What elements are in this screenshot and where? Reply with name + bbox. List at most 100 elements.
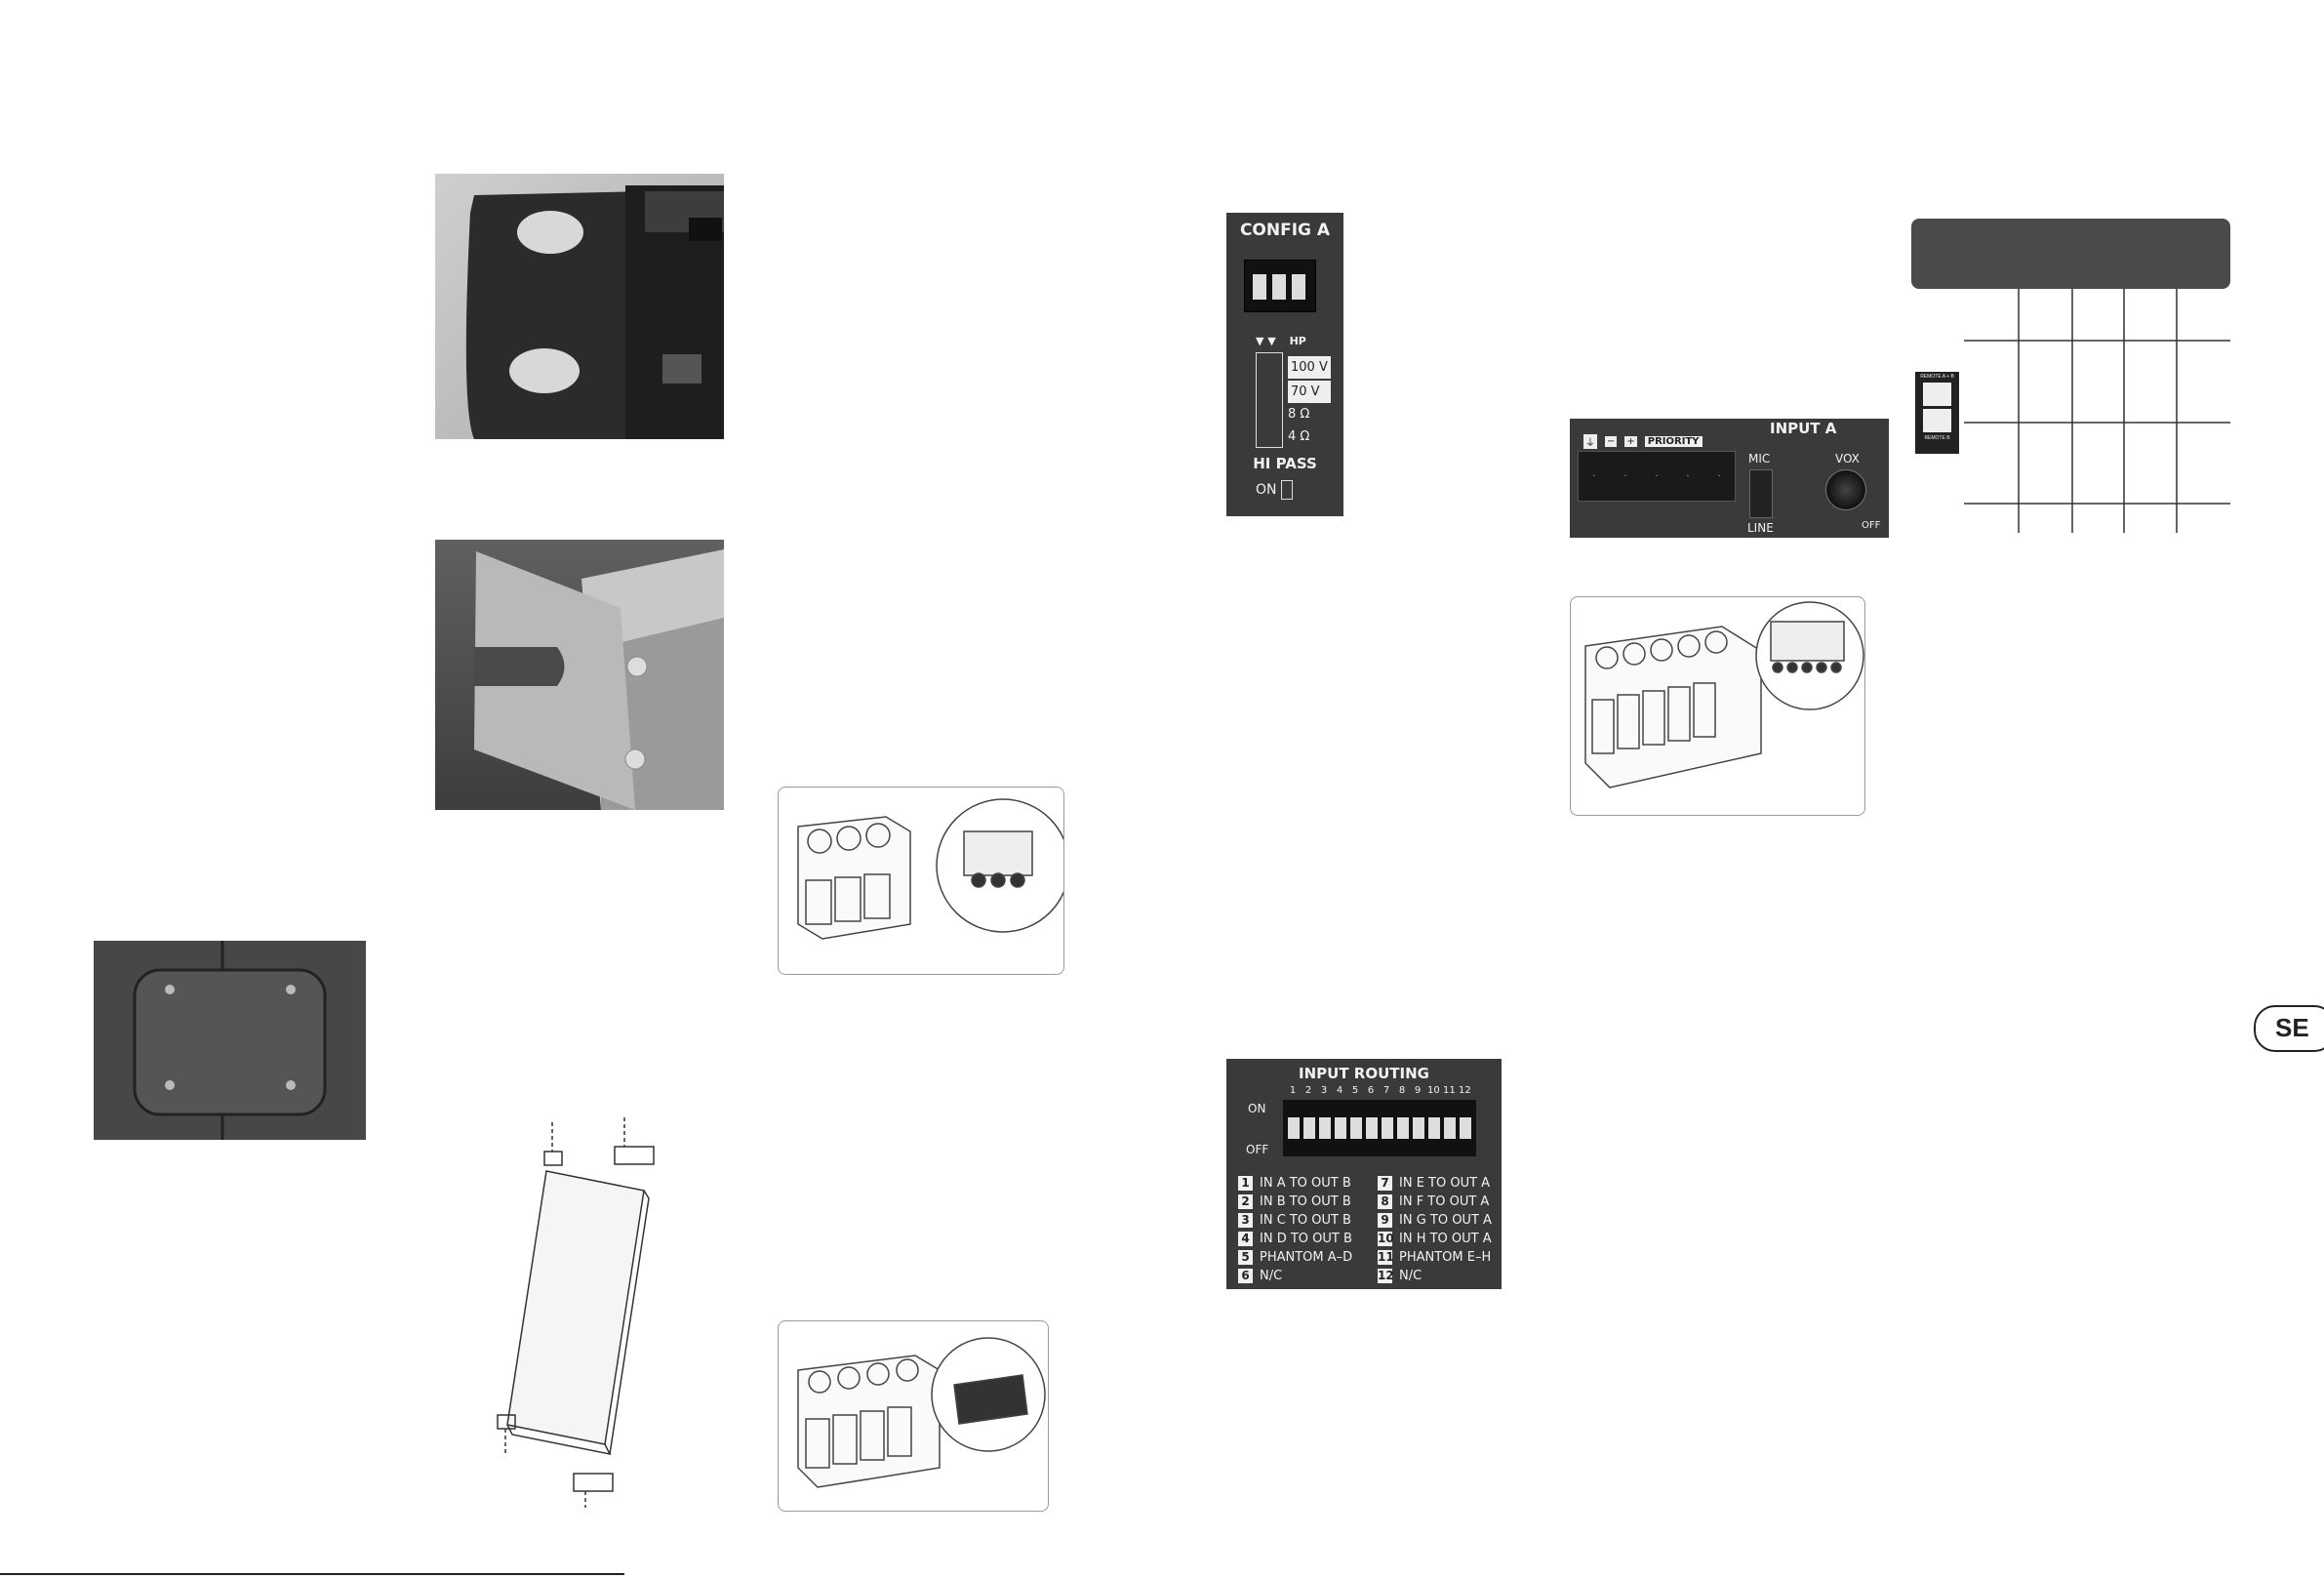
- routing-switch-number: 8: [1398, 1085, 1406, 1096]
- routing-switch-number: 11: [1443, 1085, 1456, 1096]
- input-a-title: INPUT A: [1770, 420, 1837, 437]
- ground-icon: ⏚: [1583, 434, 1597, 449]
- routing-legend-row: 5 PHANTOM A–D: [1238, 1248, 1352, 1267]
- routing-switch-number: 7: [1382, 1085, 1390, 1096]
- input-a-terminal-block[interactable]: ·····: [1578, 451, 1736, 502]
- language-tab-se[interactable]: SE: [2254, 1005, 2324, 1052]
- routing-switch-number: 2: [1304, 1085, 1312, 1096]
- routing-dip-key[interactable]: [1288, 1117, 1300, 1139]
- routing-legend-text: IN E TO OUT A: [1399, 1176, 1491, 1191]
- routing-legend-number: 10: [1378, 1232, 1394, 1246]
- five-pin-connector-figure: [1570, 596, 1865, 816]
- routing-dip-key[interactable]: [1413, 1117, 1424, 1139]
- rack-mount-diagram: [488, 1113, 702, 1513]
- routing-dip-key[interactable]: [1460, 1117, 1471, 1139]
- routing-switch-number: 3: [1320, 1085, 1328, 1096]
- routing-dip-key[interactable]: [1397, 1117, 1409, 1139]
- routing-switch-number: 4: [1336, 1085, 1343, 1096]
- routing-dip-key[interactable]: [1382, 1117, 1393, 1139]
- routing-legend-number: 1: [1238, 1176, 1253, 1191]
- hipass-switch[interactable]: [1280, 480, 1293, 500]
- config-arrows: ▼ ▼: [1256, 335, 1276, 347]
- rack-ear-photo: [435, 174, 724, 439]
- routing-legend-text: N/C: [1260, 1269, 1283, 1283]
- routing-switch-number: 6: [1367, 1085, 1375, 1096]
- routing-switch-number: 10: [1427, 1085, 1440, 1096]
- vox-off-label: OFF: [1862, 520, 1881, 531]
- config-option-4ohm: 4 Ω: [1288, 429, 1310, 444]
- routing-legend-row: 6 N/C: [1238, 1267, 1352, 1285]
- routing-legend-number: 3: [1238, 1213, 1253, 1228]
- routing-legend-row: 7 IN E TO OUT A: [1378, 1174, 1492, 1193]
- routing-legend-number: 11: [1378, 1250, 1394, 1265]
- routing-switch-number: 12: [1459, 1085, 1471, 1096]
- routing-legend-text: IN H TO OUT A: [1399, 1232, 1492, 1246]
- table-header-bar: [1911, 219, 2230, 289]
- remote-top-label: REMOTE A + B: [1920, 374, 1954, 380]
- routing-dip-key[interactable]: [1319, 1117, 1331, 1139]
- routing-legend-row: 1 IN A TO OUT B: [1238, 1174, 1352, 1193]
- cover-plate-photo: [94, 941, 366, 1140]
- routing-legend-text: IN F TO OUT A: [1399, 1194, 1490, 1209]
- plus-icon: +: [1624, 436, 1637, 447]
- routing-legend-number: 9: [1378, 1213, 1392, 1228]
- three-pin-connector-figure: [778, 787, 1070, 975]
- footer-rule: [0, 1573, 624, 1575]
- config-dip-switch[interactable]: [1244, 260, 1316, 312]
- routing-on-label: ON: [1248, 1102, 1266, 1115]
- config-option-70v: 70 V: [1288, 381, 1331, 403]
- language-tab-label: SE: [2275, 1013, 2309, 1042]
- routing-legend-row: 3 IN C TO OUT B: [1238, 1211, 1352, 1230]
- routing-legend-row: 4 IN D TO OUT B: [1238, 1230, 1352, 1248]
- routing-legend-number: 7: [1378, 1176, 1392, 1191]
- routing-dip-key[interactable]: [1428, 1117, 1440, 1139]
- routing-switch-number: 5: [1351, 1085, 1359, 1096]
- routing-legend-text: IN C TO OUT B: [1260, 1213, 1351, 1228]
- routing-legend-text: IN D TO OUT B: [1260, 1232, 1352, 1246]
- line-label: LINE: [1747, 521, 1774, 535]
- routing-legend-row: 9 IN G TO OUT A: [1378, 1211, 1492, 1230]
- routing-dip-key[interactable]: [1366, 1117, 1378, 1139]
- routing-legend-row: 2 IN B TO OUT B: [1238, 1193, 1352, 1211]
- priority-label: PRIORITY: [1644, 436, 1703, 447]
- routing-dip-key[interactable]: [1303, 1117, 1315, 1139]
- rack-bracket-photo: [435, 540, 724, 810]
- vox-label: VOX: [1835, 452, 1860, 465]
- config-option-8ohm: 8 Ω: [1288, 407, 1310, 422]
- config-option-100v: 100 V: [1288, 356, 1331, 379]
- vox-knob[interactable]: [1825, 469, 1866, 510]
- remote-bottom-label: REMOTE B: [1924, 435, 1950, 441]
- routing-dip-key[interactable]: [1444, 1117, 1456, 1139]
- routing-off-label: OFF: [1246, 1143, 1269, 1156]
- mic-line-switch[interactable]: [1749, 469, 1773, 518]
- routing-legend-number: 6: [1238, 1269, 1253, 1283]
- routing-legend-number: 12: [1378, 1269, 1394, 1283]
- config-hp-label: HP: [1289, 335, 1306, 347]
- routing-legend-number: 5: [1238, 1250, 1253, 1265]
- config-hipass-label: HI PASS: [1253, 455, 1317, 472]
- routing-dip-key[interactable]: [1350, 1117, 1362, 1139]
- routing-legend-row: 10 IN H TO OUT A: [1378, 1230, 1492, 1248]
- routing-legend-number: 8: [1378, 1194, 1392, 1209]
- routing-legend-text: IN A TO OUT B: [1260, 1176, 1351, 1191]
- routing-legend-text: IN B TO OUT B: [1260, 1194, 1351, 1209]
- routing-switch-number: 9: [1414, 1085, 1422, 1096]
- routing-dip-switch[interactable]: [1283, 1100, 1476, 1156]
- config-on-label: ON: [1256, 482, 1277, 498]
- routing-legend-text: PHANTOM A–D: [1260, 1250, 1353, 1265]
- routing-switch-number: 1: [1289, 1085, 1297, 1096]
- routing-legend-number: 4: [1238, 1232, 1253, 1246]
- input-a-panel: INPUT A ⏚ − + PRIORITY ····· MIC LINE VO…: [1570, 419, 1889, 538]
- routing-dip-key[interactable]: [1335, 1117, 1346, 1139]
- routing-legend-text: PHANTOM E–H: [1399, 1250, 1492, 1265]
- four-pin-connector-figure: [778, 1320, 1049, 1512]
- config-title: CONFIG A: [1239, 221, 1331, 240]
- remote-rj45-jack: REMOTE A + B REMOTE B: [1915, 372, 1959, 454]
- routing-legend-row: 8 IN F TO OUT A: [1378, 1193, 1492, 1211]
- grid-table: [1964, 289, 2230, 533]
- config-a-panel: CONFIG A ▼ ▼ HP 100 V 70 V 8 Ω 4 Ω HI PA…: [1226, 213, 1343, 516]
- routing-legend-text: IN G TO OUT A: [1399, 1213, 1492, 1228]
- routing-legend-number: 2: [1238, 1194, 1253, 1209]
- routing-legend-text: N/C: [1399, 1269, 1422, 1283]
